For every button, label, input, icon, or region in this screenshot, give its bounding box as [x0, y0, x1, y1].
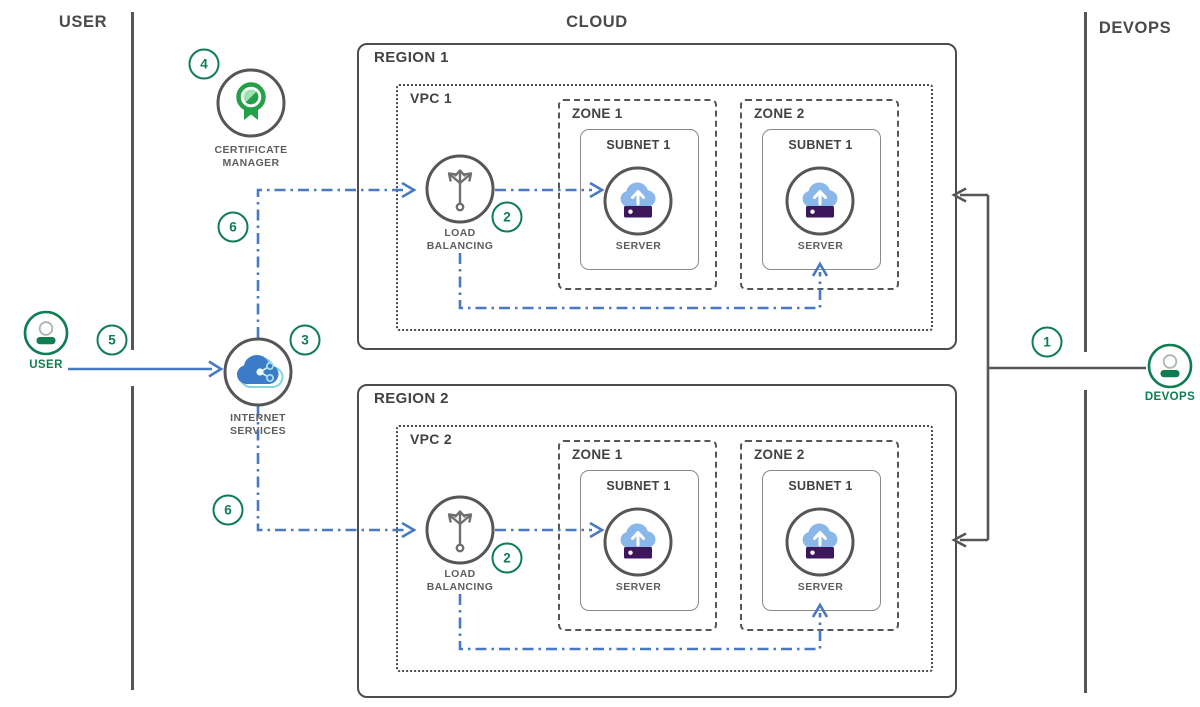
- internet-to-lb1-arrowhead: [401, 181, 417, 199]
- devops-lane-divider-bottom: [1084, 390, 1087, 693]
- internet-to-lb1-connector: [256, 188, 404, 338]
- region-2-label: REGION 2: [374, 390, 449, 407]
- step-badge-6-upper: 6: [217, 211, 249, 243]
- region-1-zone-2-subnet-label: SUBNET 1: [788, 138, 853, 152]
- region-1-zone-1-server-label: SERVER: [615, 240, 662, 252]
- devops-label: DEVOPS: [1144, 391, 1196, 403]
- region-2-zone-1-box: [558, 440, 717, 631]
- region-1-label: REGION 1: [374, 49, 449, 66]
- step-badge-3: 3: [289, 324, 321, 356]
- server-icon-region-1-zone-2: [784, 165, 856, 237]
- load-balancing-icon-region-1: [424, 153, 496, 225]
- region-2-zone-1-server-label: SERVER: [615, 581, 662, 593]
- region-1-zone-1-label: ZONE 1: [572, 106, 623, 121]
- lb2-to-server3-arrowhead: [589, 521, 605, 539]
- lb2-to-server4-arrowhead: [811, 602, 829, 618]
- step-badge-4: 4: [188, 48, 220, 80]
- lb2-to-server4-connector: [458, 594, 822, 651]
- vpc-2-label: VPC 2: [410, 431, 452, 447]
- internet-services-label: INTERNET SERVICES: [229, 412, 287, 437]
- devops-icon: [1146, 342, 1194, 390]
- step-badge-2-region-1: 2: [491, 201, 523, 233]
- user-lane-header: USER: [58, 13, 108, 31]
- lb1-to-server2-connector: [458, 253, 822, 310]
- region-2-zone-2-subnet-label: SUBNET 1: [788, 479, 853, 493]
- step-badge-2-region-2: 2: [491, 542, 523, 574]
- devops-to-region1-arrowhead: [951, 187, 967, 203]
- region-1-load-balancing-label: LOAD BALANCING: [426, 227, 494, 252]
- server-icon-region-2-zone-2: [784, 506, 856, 578]
- region-1-zone-2-label: ZONE 2: [754, 106, 805, 121]
- vpc-1-box: [396, 84, 933, 331]
- devops-to-regions-connector: [960, 193, 1146, 542]
- step-badge-6-lower: 6: [212, 494, 244, 526]
- region-2-zone-1-label: ZONE 1: [572, 447, 623, 462]
- devops-lane-divider-top: [1084, 12, 1087, 352]
- region-2-zone-1-subnet-label: SUBNET 1: [606, 479, 671, 493]
- devops-to-region2-arrowhead: [951, 532, 967, 548]
- user-to-internet-arrowhead: [208, 360, 224, 378]
- internet-to-lb2-connector: [256, 406, 404, 532]
- devops-lane-header: DEVOPS: [1098, 19, 1172, 37]
- server-icon-region-2-zone-1: [602, 506, 674, 578]
- lb1-to-server1-arrowhead: [589, 181, 605, 199]
- vpc-2-box: [396, 425, 933, 672]
- internet-services-icon: [222, 336, 294, 408]
- certificate-manager-icon: [215, 67, 287, 139]
- region-1-zone-1-subnet-label: SUBNET 1: [606, 138, 671, 152]
- region-1-zone-1-box: [558, 99, 717, 290]
- internet-to-lb2-arrowhead: [401, 521, 417, 539]
- user-icon: [22, 309, 70, 357]
- load-balancing-icon-region-2: [424, 494, 496, 566]
- certificate-manager-label: CERTIFICATE MANAGER: [214, 144, 288, 169]
- step-badge-5: 5: [96, 324, 128, 356]
- server-icon-region-1-zone-1: [602, 165, 674, 237]
- user-label: USER: [29, 359, 63, 371]
- region-1-zone-2-server-label: SERVER: [797, 240, 844, 252]
- user-lane-divider-bottom: [131, 386, 134, 690]
- user-lane-divider-top: [131, 12, 134, 350]
- lb1-to-server2-arrowhead: [811, 261, 829, 277]
- region-2-load-balancing-label: LOAD BALANCING: [426, 568, 494, 593]
- region-2-zone-2-server-label: SERVER: [797, 581, 844, 593]
- region-2-zone-2-label: ZONE 2: [754, 447, 805, 462]
- step-badge-1: 1: [1031, 326, 1063, 358]
- vpc-1-label: VPC 1: [410, 90, 452, 106]
- cloud-lane-header: CLOUD: [566, 13, 628, 31]
